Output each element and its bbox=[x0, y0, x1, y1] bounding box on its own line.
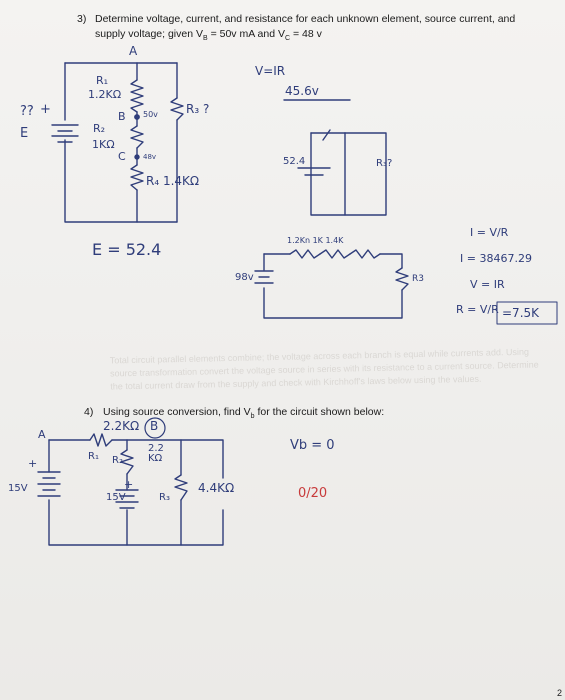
c2-node-a: A bbox=[38, 428, 46, 441]
c2-left-source: 15V bbox=[8, 483, 28, 494]
work-r-formula: R = V/R bbox=[456, 303, 499, 316]
r2-zigzag bbox=[130, 125, 144, 149]
page-number: 2 bbox=[557, 688, 563, 698]
work-series-labels: 1.2Kn 1K 1.4K bbox=[287, 236, 344, 245]
c1-r1-label: R₁ bbox=[96, 74, 109, 87]
problem-4-number: 4) bbox=[84, 406, 94, 418]
c2-r1-zigzag bbox=[89, 433, 113, 447]
c2-vb-answer: Vb = 0 bbox=[290, 438, 335, 453]
c1-r4-label: R₄ 1.4KΩ bbox=[146, 174, 200, 188]
c1-r3-label: R₃ ? bbox=[186, 102, 210, 116]
work-i-value: I = 38467.29 bbox=[460, 252, 532, 265]
sub-b: B bbox=[202, 35, 208, 43]
c2-node-b: B bbox=[150, 419, 159, 433]
p4-text-a: Using source conversion, find V bbox=[103, 406, 251, 418]
sub-c: C bbox=[285, 35, 291, 43]
c1-node-a: A bbox=[129, 44, 138, 58]
c2-r1-value: 2.2KΩ bbox=[103, 419, 140, 433]
c2-inner-source bbox=[115, 489, 139, 509]
problem-4-text: Using source conversion, find Vb for the… bbox=[103, 406, 384, 420]
line2-a: supply voltage; given V bbox=[95, 28, 203, 40]
c2-r2-label: R₂ bbox=[112, 455, 123, 466]
r3-zigzag bbox=[170, 97, 184, 121]
work-r3-label: R3 bbox=[412, 274, 424, 284]
c1-node-c: C bbox=[118, 150, 126, 163]
answer-box bbox=[496, 301, 558, 325]
c2-r2-value: 2.2 KΩ bbox=[148, 443, 164, 464]
node-b-dot bbox=[134, 114, 140, 120]
c2-left-source bbox=[37, 471, 61, 497]
circuit-1-wires bbox=[64, 62, 178, 223]
work-circuit-b bbox=[254, 249, 409, 319]
c1-plus: + bbox=[40, 102, 51, 117]
c2-r3-label: R₃ bbox=[159, 492, 170, 503]
circuit-2-wires bbox=[48, 439, 224, 546]
r4-zigzag bbox=[130, 164, 144, 191]
problem-3-text-line1: Determine voltage, current, and resistan… bbox=[95, 13, 516, 25]
work-v-eq-ir: V = IR bbox=[470, 278, 505, 291]
c1-source-unknown: ?? bbox=[20, 104, 34, 119]
work-circuit-a bbox=[297, 129, 387, 216]
work-i-formula: I = V/R bbox=[470, 226, 509, 239]
circuit-1-source bbox=[51, 124, 79, 143]
r1-zigzag bbox=[130, 79, 144, 113]
c1-r2-value: 1KΩ bbox=[92, 138, 115, 151]
c1-source-label: E bbox=[20, 126, 29, 141]
work-v-value: 45.6v bbox=[285, 84, 319, 98]
c2-inner-source: 15V bbox=[106, 492, 126, 503]
work-r3-unknown: R₃? bbox=[376, 158, 393, 169]
c1-c-voltage: 48v bbox=[143, 153, 157, 161]
problem-3-number: 3) bbox=[77, 13, 87, 25]
score-mark: 0/20 bbox=[298, 486, 328, 501]
c1-r1-value: 1.2KΩ bbox=[88, 88, 122, 101]
node-c-dot bbox=[134, 154, 140, 160]
c2-plus-inner: + bbox=[124, 478, 134, 491]
c2-r3-value: 4.4KΩ bbox=[198, 481, 235, 495]
line2-c: = 48 v bbox=[290, 28, 322, 40]
line2-b: = 50v mA and V bbox=[207, 28, 285, 40]
problem-3-text-line2: supply voltage; given VB = 50v mA and VC… bbox=[95, 28, 322, 42]
c1-r2-label: R₂ bbox=[93, 122, 106, 135]
c2-r2-zigzag bbox=[120, 449, 134, 475]
work-box-value: 52.4 bbox=[283, 156, 306, 167]
work-source-98: 98v bbox=[235, 272, 254, 283]
p4-sub: b bbox=[250, 413, 255, 421]
p4-text-b: for the circuit shown below: bbox=[254, 406, 385, 418]
c2-r1-label: R₁ bbox=[88, 451, 99, 462]
work-r-answer: =7.5K bbox=[502, 306, 540, 320]
node-b-circle bbox=[144, 417, 166, 439]
c2-r3-zigzag bbox=[174, 474, 188, 501]
c1-answer: E = 52.4 bbox=[92, 240, 162, 259]
work-ohms-law: V=IR bbox=[255, 64, 286, 78]
c1-node-b: B bbox=[118, 110, 126, 123]
c1-b-voltage: 50v bbox=[143, 110, 158, 119]
c2-plus-left: + bbox=[28, 457, 38, 470]
